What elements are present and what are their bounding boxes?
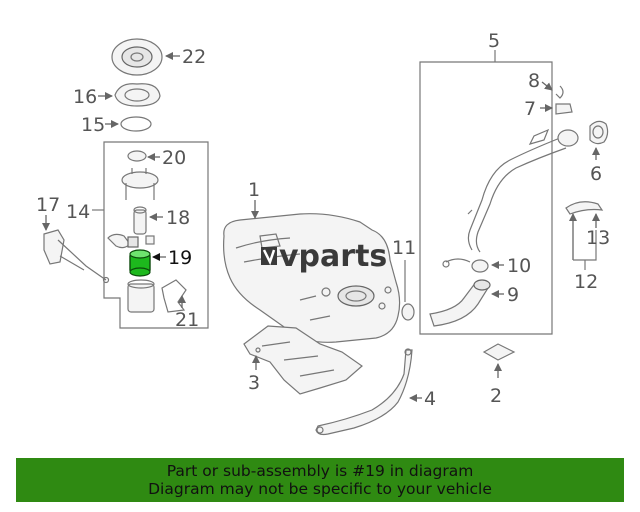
part-3-heat-shield: [243, 325, 363, 395]
part-1-fuel-tank: [223, 213, 401, 343]
info-banner: Part or sub-assembly is #19 in diagram D…: [16, 458, 624, 502]
part-7-valve: [555, 103, 573, 115]
part-4-strap: [315, 348, 413, 436]
callout-21: 21: [175, 309, 199, 331]
callout-8: 8: [528, 70, 540, 92]
part-22-cover-plate: [111, 38, 163, 76]
part-9-hose: [429, 279, 491, 327]
callout-20: 20: [162, 147, 186, 169]
banner-line-2: Diagram may not be specific to your vehi…: [148, 480, 492, 498]
callout-10: 10: [507, 255, 531, 277]
part-2-pad: [482, 343, 516, 361]
callout-13: 13: [586, 227, 610, 249]
part-16-retainer-plate: [114, 83, 161, 107]
part-filler-pipe: [442, 128, 579, 268]
part-20-seal: [127, 150, 147, 162]
part-13-bracket: [565, 201, 604, 215]
callout-18: 18: [166, 207, 190, 229]
banner-line-1: Part or sub-assembly is #19 in diagram: [166, 462, 474, 480]
callout-12: 12: [574, 271, 598, 293]
callout-3: 3: [248, 372, 260, 394]
callout-2: 2: [490, 385, 502, 407]
part-19-highlighted: [129, 249, 151, 277]
watermark-text: vparts: [279, 239, 387, 274]
callout-5: 5: [488, 30, 500, 52]
callout-22: 22: [182, 46, 206, 68]
callout-19: 19: [168, 247, 192, 269]
part-fuel-pump: [127, 279, 155, 313]
callout-1: 1: [248, 179, 260, 201]
callout-16: 16: [73, 86, 97, 108]
part-21-bracket: [161, 279, 187, 313]
callout-17: 17: [36, 194, 60, 216]
part-6-seal: [589, 120, 609, 145]
part-15-gasket: [120, 116, 152, 132]
callout-7: 7: [524, 98, 536, 120]
callout-15: 15: [81, 114, 105, 136]
part-pump-bracket: [121, 168, 159, 200]
callout-11: 11: [392, 237, 416, 259]
callout-6: 6: [590, 163, 602, 185]
callout-4: 4: [424, 388, 436, 410]
part-8-clip: [555, 85, 564, 99]
callout-9: 9: [507, 284, 519, 306]
part-17-sender: [43, 229, 110, 284]
part-18-filter: [133, 206, 147, 235]
part-connectors: [107, 233, 155, 249]
box-5: [419, 61, 553, 335]
callout-14: 14: [66, 201, 90, 223]
box-14: [103, 141, 209, 329]
part-10-clamp: [471, 259, 489, 273]
watermark: vparts: [261, 239, 387, 274]
part-11-clamp: [401, 260, 415, 321]
